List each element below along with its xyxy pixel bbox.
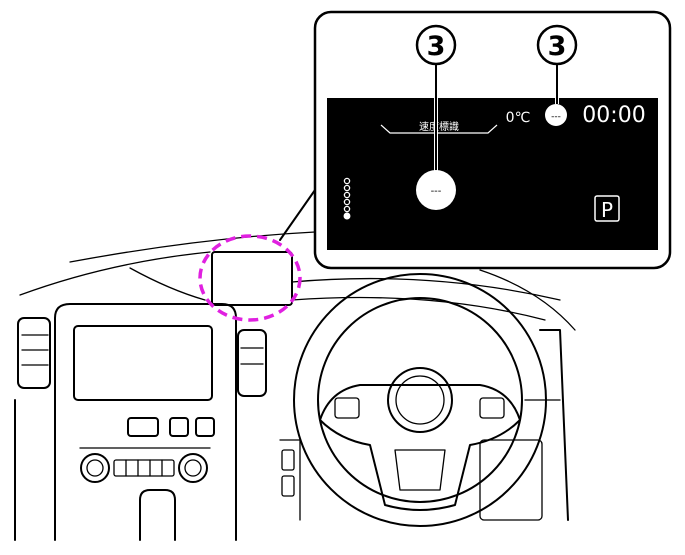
- steering-buttons-left: [334, 397, 360, 419]
- center-console: [54, 303, 237, 541]
- console-button: [195, 417, 215, 437]
- steering-buttons-right: [479, 397, 505, 419]
- wheel-hub: [387, 367, 453, 433]
- level-indicator: [343, 177, 351, 220]
- top-indicator-bubble: [545, 104, 567, 126]
- callout-pointer: [279, 189, 316, 241]
- infotainment-screen: [73, 325, 213, 401]
- top-indicator-value: ---: [551, 112, 561, 122]
- clock: 00:00: [582, 103, 645, 128]
- gear-shifter: [139, 489, 176, 541]
- callout-number: 3: [548, 31, 567, 62]
- right-knob: [178, 453, 208, 483]
- speed-sign-bubble: [416, 170, 456, 210]
- meter-display-small: [211, 251, 293, 306]
- left-knob: [80, 453, 110, 483]
- steering-wheel: [293, 273, 547, 527]
- callout-number: 3: [427, 31, 446, 62]
- highlight-circle: [198, 234, 302, 322]
- console-button: [127, 417, 159, 437]
- meter-screen: [327, 98, 658, 250]
- speed-sign-label: 速度標識: [419, 120, 459, 133]
- callout-number-circle: [415, 24, 457, 66]
- speed-sign-bracket: [380, 124, 498, 134]
- gear-indicator: P: [601, 198, 613, 222]
- speed-sign-value: ---: [431, 186, 442, 197]
- gear-indicator-box: [594, 195, 620, 222]
- console-button: [169, 417, 189, 437]
- temperature: 0℃: [506, 110, 531, 126]
- callout-number-circle: [536, 24, 578, 66]
